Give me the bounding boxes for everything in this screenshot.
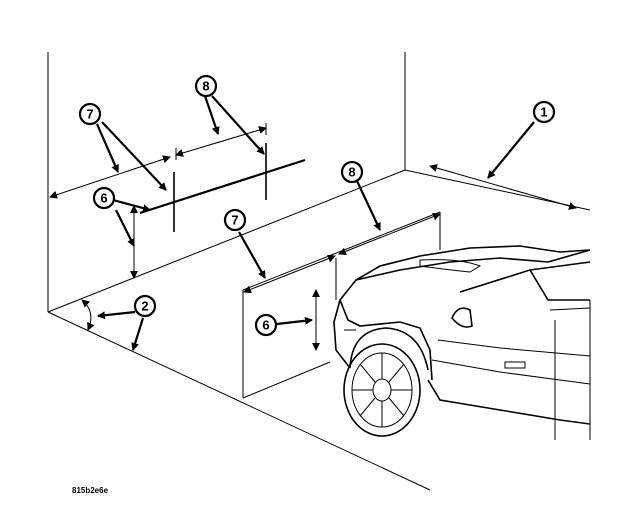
callout-1: 1: [532, 100, 556, 124]
room-walls: [47, 52, 591, 491]
leader-lines: [95, 95, 535, 351]
callout-6-upper: 6: [92, 186, 116, 210]
callout-label: 6: [262, 318, 269, 333]
dimension-8-upper: [175, 123, 267, 160]
angle-2: [81, 299, 95, 331]
vehicle-illustration: [333, 245, 591, 440]
callout-7-lower: 7: [223, 208, 247, 232]
figure-id-label: 815b2e6e: [72, 486, 109, 495]
callout-8-upper: 8: [194, 74, 218, 98]
callout-6-lower: 6: [254, 313, 278, 337]
dimension-1: [429, 164, 577, 210]
dimension-7-upper: [49, 155, 171, 199]
callout-label: 1: [540, 105, 547, 120]
callout-label: 6: [100, 191, 107, 206]
dimension-7-lower: [243, 254, 336, 294]
callout-8-lower: 8: [340, 160, 364, 184]
callout-label: 7: [86, 107, 93, 122]
callout-2: 2: [133, 294, 157, 318]
dimension-8-lower: [338, 212, 441, 256]
callout-label: 7: [231, 213, 238, 228]
callout-7-upper: 7: [78, 102, 102, 126]
callout-label: 2: [141, 299, 148, 314]
callout-label: 8: [348, 165, 355, 180]
callout-label: 8: [202, 79, 209, 94]
